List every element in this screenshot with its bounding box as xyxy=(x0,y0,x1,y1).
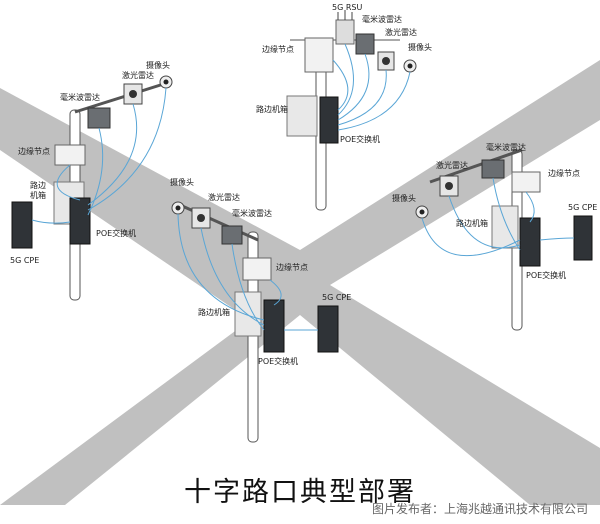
poe-switch-device xyxy=(69,197,91,245)
cables xyxy=(177,213,318,331)
label-poe: POE交换机 xyxy=(96,228,136,238)
poe-switch-device xyxy=(263,299,285,353)
pole xyxy=(247,231,259,443)
pole-group-right: 激光雷达 毫米波雷达 边缘节点 摄像头 路边机箱 5G CPE POE交换机 xyxy=(392,142,597,331)
cables xyxy=(31,87,167,224)
cpe-device xyxy=(573,215,593,261)
label-cabinet: 路边机箱 xyxy=(198,307,230,317)
poe-switch-device xyxy=(319,96,339,144)
cpe-device xyxy=(11,201,33,249)
cables xyxy=(421,177,575,257)
mmwave-radar-device xyxy=(87,107,111,129)
cables xyxy=(332,43,411,131)
label-cabinet-line1: 路边 xyxy=(30,180,46,190)
road-surface xyxy=(0,60,600,505)
label-mmwave: 毫米波雷达 xyxy=(60,92,100,102)
edge-node-box xyxy=(242,257,272,281)
label-lidar: 激光雷达 xyxy=(436,160,468,170)
label-camera: 摄像头 xyxy=(408,42,432,52)
label-cpe: 5G CPE xyxy=(568,203,597,212)
poe-switch-device xyxy=(519,217,541,267)
label-poe: POE交换机 xyxy=(258,356,298,366)
rsu-device xyxy=(335,19,355,45)
roadside-cabinet-box xyxy=(286,95,318,137)
mmwave-radar-device xyxy=(355,33,375,55)
label-camera: 摄像头 xyxy=(170,177,194,187)
diagram-title: 十字路口典型部署 xyxy=(184,477,416,508)
cross-arm xyxy=(74,80,171,114)
label-lidar: 激光雷达 xyxy=(122,70,154,80)
pole-group-left: 激光雷达 摄像头 毫米波雷达 边缘节点 路边 机箱 POE交换机 5G CPE xyxy=(10,60,173,301)
pole-group-center: 摄像头 激光雷达 毫米波雷达 边缘节点 路边机箱 5G CPE POE交换机 xyxy=(170,177,351,443)
label-rsu: 5G RSU xyxy=(332,3,362,12)
label-lidar: 激光雷达 xyxy=(208,192,240,202)
label-cpe: 5G CPE xyxy=(10,256,39,265)
edge-node-box xyxy=(304,37,334,73)
label-camera: 摄像头 xyxy=(392,193,416,203)
label-cabinet-line2: 机箱 xyxy=(30,190,46,200)
edge-node-box xyxy=(511,171,541,193)
edge-node-box xyxy=(54,144,86,166)
label-cabinet: 路边机箱 xyxy=(256,104,288,114)
label-cabinet: 路边机箱 xyxy=(456,218,488,228)
label-edge-node: 边缘节点 xyxy=(18,146,50,156)
label-lidar: 激光雷达 xyxy=(385,27,417,37)
label-edge-node: 边缘节点 xyxy=(262,44,294,54)
label-mmwave: 毫米波雷达 xyxy=(362,14,402,24)
road-intersection xyxy=(0,60,600,505)
cpe-device xyxy=(317,305,339,353)
roadside-cabinet-box xyxy=(234,291,262,337)
label-poe: POE交换机 xyxy=(340,134,380,144)
label-mmwave: 毫米波雷达 xyxy=(486,142,526,152)
label-camera: 摄像头 xyxy=(146,60,170,70)
label-cpe: 5G CPE xyxy=(322,293,351,302)
label-mmwave: 毫米波雷达 xyxy=(232,208,272,218)
image-credit: 图片发布者：上海兆越通讯技术有限公司 xyxy=(371,502,588,516)
mmwave-radar-device xyxy=(481,159,505,179)
pole-group-top: 5G RSU 毫米波雷达 激光雷达 摄像头 边缘节点 路边机箱 POE交换机 xyxy=(256,3,432,211)
label-edge-node: 边缘节点 xyxy=(548,168,580,178)
label-poe: POE交换机 xyxy=(526,270,566,280)
label-edge-node: 边缘节点 xyxy=(276,262,308,272)
roadside-cabinet-box xyxy=(491,205,519,249)
mmwave-radar-device xyxy=(221,225,243,245)
